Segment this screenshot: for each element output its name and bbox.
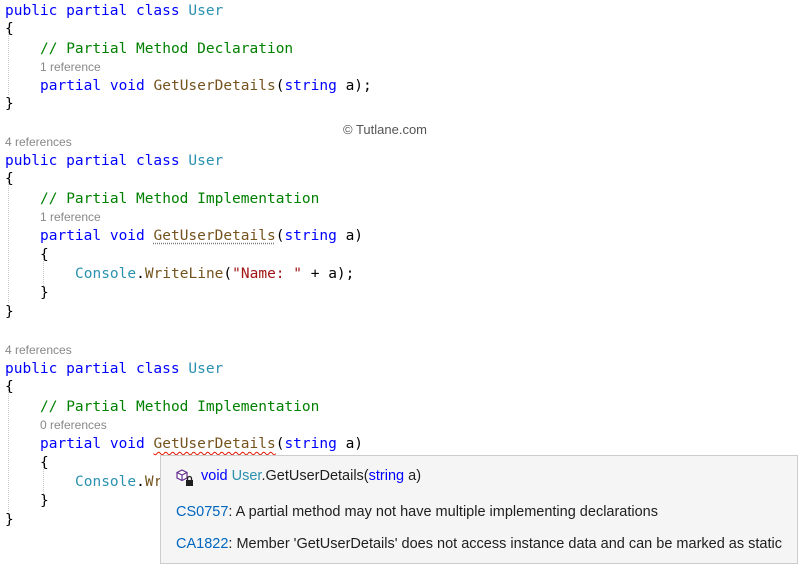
code-line[interactable]: { (40, 453, 49, 473)
method-lock-icon (176, 469, 193, 486)
indent-guide (43, 464, 44, 500)
code-line[interactable]: public partial class User (5, 151, 223, 171)
keyword: void (109, 436, 145, 452)
keyword: void (109, 228, 145, 244)
watermark: © Tutlane.com (343, 122, 428, 137)
open-brace: { (40, 455, 49, 471)
parameter: a); (336, 78, 372, 94)
code-line[interactable]: public partial class User (5, 359, 223, 379)
keyword: partial (40, 436, 102, 452)
diagnostic-message: : A partial method may not have multiple… (228, 504, 658, 520)
keyword: string (368, 468, 405, 484)
class-name: Console (75, 266, 137, 282)
keyword: class (135, 153, 180, 169)
code-line[interactable]: { (5, 169, 14, 189)
close-brace: } (40, 285, 49, 301)
indent-guide (8, 389, 9, 511)
diagnostic-row: CA1822: Member 'GetUserDetails' does not… (176, 536, 782, 552)
code-line[interactable]: } (5, 302, 14, 322)
code-comment: // Partial Method Implementation (40, 191, 320, 207)
keyword: partial (66, 3, 128, 19)
keyword: public (5, 361, 58, 377)
code-line[interactable]: partial void GetUserDetails(string a) (40, 434, 363, 454)
codelens-references[interactable]: 0 references (40, 418, 107, 432)
keyword: string (284, 436, 337, 452)
paren: ( (275, 436, 285, 452)
method-name: .GetUserDetails( (261, 468, 369, 484)
code-line[interactable]: // Partial Method Declaration (40, 39, 293, 59)
indent-guide (43, 256, 44, 292)
close-brace: } (5, 96, 14, 112)
keyword: void (201, 468, 228, 484)
code-line[interactable]: // Partial Method Implementation (40, 189, 319, 209)
keyword: partial (40, 228, 102, 244)
method-name: GetUserDetails (153, 228, 276, 244)
open-brace: { (40, 247, 49, 263)
codelens-references[interactable]: 1 reference (40, 210, 101, 224)
keyword: string (284, 228, 337, 244)
class-name: Console (75, 474, 137, 490)
class-name: User (188, 3, 224, 19)
code-line[interactable]: } (40, 491, 49, 511)
paren: ( (223, 266, 233, 282)
keyword: string (284, 78, 337, 94)
code-line[interactable]: } (40, 283, 49, 303)
keyword: partial (66, 361, 128, 377)
code-comment: // Partial Method Implementation (40, 399, 320, 415)
diagnostic-code-link[interactable]: CA1822 (176, 536, 229, 552)
expression: + a); (302, 266, 355, 282)
keyword: class (135, 3, 180, 19)
diagnostic-message: : Member 'GetUserDetails' does not acces… (228, 536, 782, 552)
class-name: User (188, 153, 224, 169)
codelens-references[interactable]: 1 reference (40, 60, 101, 74)
open-brace: { (5, 379, 14, 395)
code-line[interactable]: partial void GetUserDetails(string a); (40, 76, 372, 96)
codelens-references[interactable]: 4 references (5, 343, 72, 357)
diagnostic-row: CS0757: A partial method may not have mu… (176, 504, 658, 520)
code-line[interactable]: // Partial Method Implementation (40, 397, 319, 417)
parameter: a) (404, 468, 422, 484)
indent-guide (8, 31, 9, 95)
class-name: User (231, 468, 262, 484)
keyword: class (135, 361, 180, 377)
method-name-error[interactable]: GetUserDetails (153, 436, 276, 452)
dot: . (136, 266, 145, 282)
method-name: GetUserDetails (153, 78, 276, 94)
method-name: WriteLine (144, 266, 224, 282)
keyword: public (5, 3, 58, 19)
code-line[interactable]: { (40, 245, 49, 265)
indent-guide (8, 181, 9, 303)
code-line[interactable]: Console.Wr (75, 472, 162, 492)
close-brace: } (5, 512, 14, 528)
paren: ( (275, 228, 285, 244)
class-name: User (188, 361, 224, 377)
parameter: a) (336, 228, 364, 244)
code-line[interactable]: { (5, 377, 14, 397)
code-line[interactable]: { (5, 19, 14, 39)
code-line[interactable]: Console.WriteLine("Name: " + a); (75, 264, 354, 284)
codelens-references[interactable]: 4 references (5, 135, 72, 149)
keyword: public (5, 153, 58, 169)
method-name: Wr (144, 474, 163, 490)
code-line[interactable]: } (5, 94, 14, 114)
paren: ( (275, 78, 285, 94)
dot: . (136, 474, 145, 490)
close-brace: } (5, 304, 14, 320)
diagnostic-code-link[interactable]: CS0757 (176, 504, 229, 520)
keyword: partial (40, 78, 102, 94)
close-brace: } (40, 493, 49, 509)
parameter: a) (336, 436, 364, 452)
code-line[interactable]: public partial class User (5, 1, 223, 21)
code-line[interactable]: } (5, 510, 14, 530)
tooltip-signature: void User.GetUserDetails(string a) (201, 468, 421, 484)
code-comment: // Partial Method Declaration (40, 41, 294, 57)
open-brace: { (5, 21, 14, 37)
keyword: void (109, 78, 145, 94)
quick-info-tooltip[interactable]: void User.GetUserDetails(string a) CS075… (160, 455, 798, 564)
keyword: partial (66, 153, 128, 169)
string-literal: "Name: " (232, 266, 302, 282)
open-brace: { (5, 171, 14, 187)
code-line[interactable]: partial void GetUserDetails(string a) (40, 226, 363, 246)
